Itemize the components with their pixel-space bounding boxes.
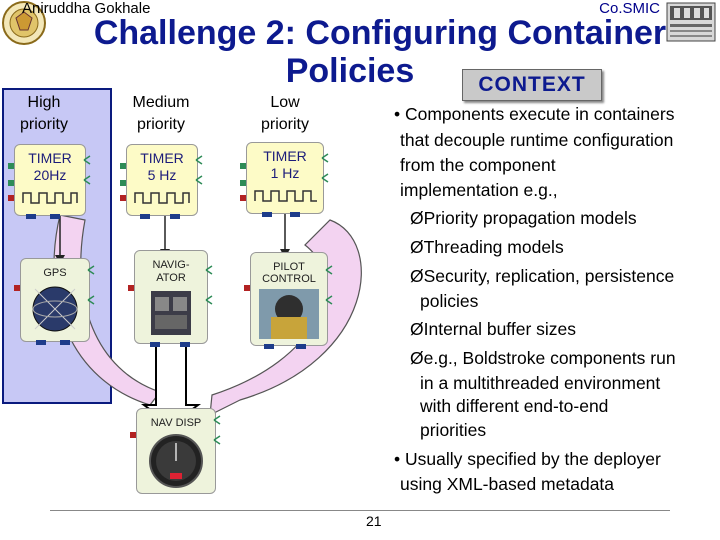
sub-bullet-security: ØSecurity, replication, persistence [410, 266, 675, 286]
timer-1hz-component: TIMER 1 Hz [246, 142, 324, 214]
page-number: 21 [366, 513, 382, 529]
bullet-1: • Components execute in containers [394, 104, 675, 124]
sub-bullet-boldstroke-cont: priorities [420, 420, 487, 440]
slide-title-line-1: Challenge 2: Configuring Container [93, 14, 667, 52]
gps-component: GPS [20, 258, 90, 342]
sub-bullet-boldstroke-cont: with different end-to-end [420, 396, 609, 416]
pilot-icon [259, 289, 319, 339]
bullet-2: • Usually specified by the deployer [394, 449, 661, 469]
sub-bullet-threading: ØThreading models [410, 237, 564, 257]
bullet-1-cont: implementation e.g., [400, 180, 558, 200]
bullet-1-cont: that decouple runtime configuration [400, 130, 674, 150]
bullet-2-cont: using XML-based metadata [400, 474, 615, 494]
satellite-icon [32, 286, 78, 332]
nav-display-component: NAV DISP [136, 408, 216, 494]
sub-bullet-buffers: ØInternal buffer sizes [410, 319, 577, 339]
timer-5hz-component: TIMER 5 Hz [126, 144, 198, 216]
university-logo-icon [0, 0, 48, 46]
institute-logo-icon [666, 2, 716, 42]
project-name: Co.SMIC [599, 0, 660, 17]
sub-bullet-priority: ØPriority propagation models [410, 208, 637, 228]
navigator-component: NAVIG- ATOR [134, 250, 208, 344]
timer-20hz-component: TIMER 20Hz [14, 144, 86, 216]
author-name: Aniruddha Gokhale [22, 0, 151, 17]
cockpit-icon [151, 291, 191, 335]
sub-bullet-boldstroke: Øe.g., Boldstroke components run [410, 348, 676, 368]
display-gauge-icon [149, 434, 203, 488]
context-label: CONTEXT [462, 69, 602, 101]
sub-bullet-security-cont: policies [420, 291, 479, 311]
footer-divider [50, 510, 670, 511]
bullet-1-cont: from the component [400, 155, 556, 175]
pilot-control-component: PILOT CONTROL [250, 252, 328, 346]
sub-bullet-boldstroke-cont: in a multithreaded environment [420, 373, 661, 393]
slide-title-line-2: Policies [285, 52, 415, 90]
